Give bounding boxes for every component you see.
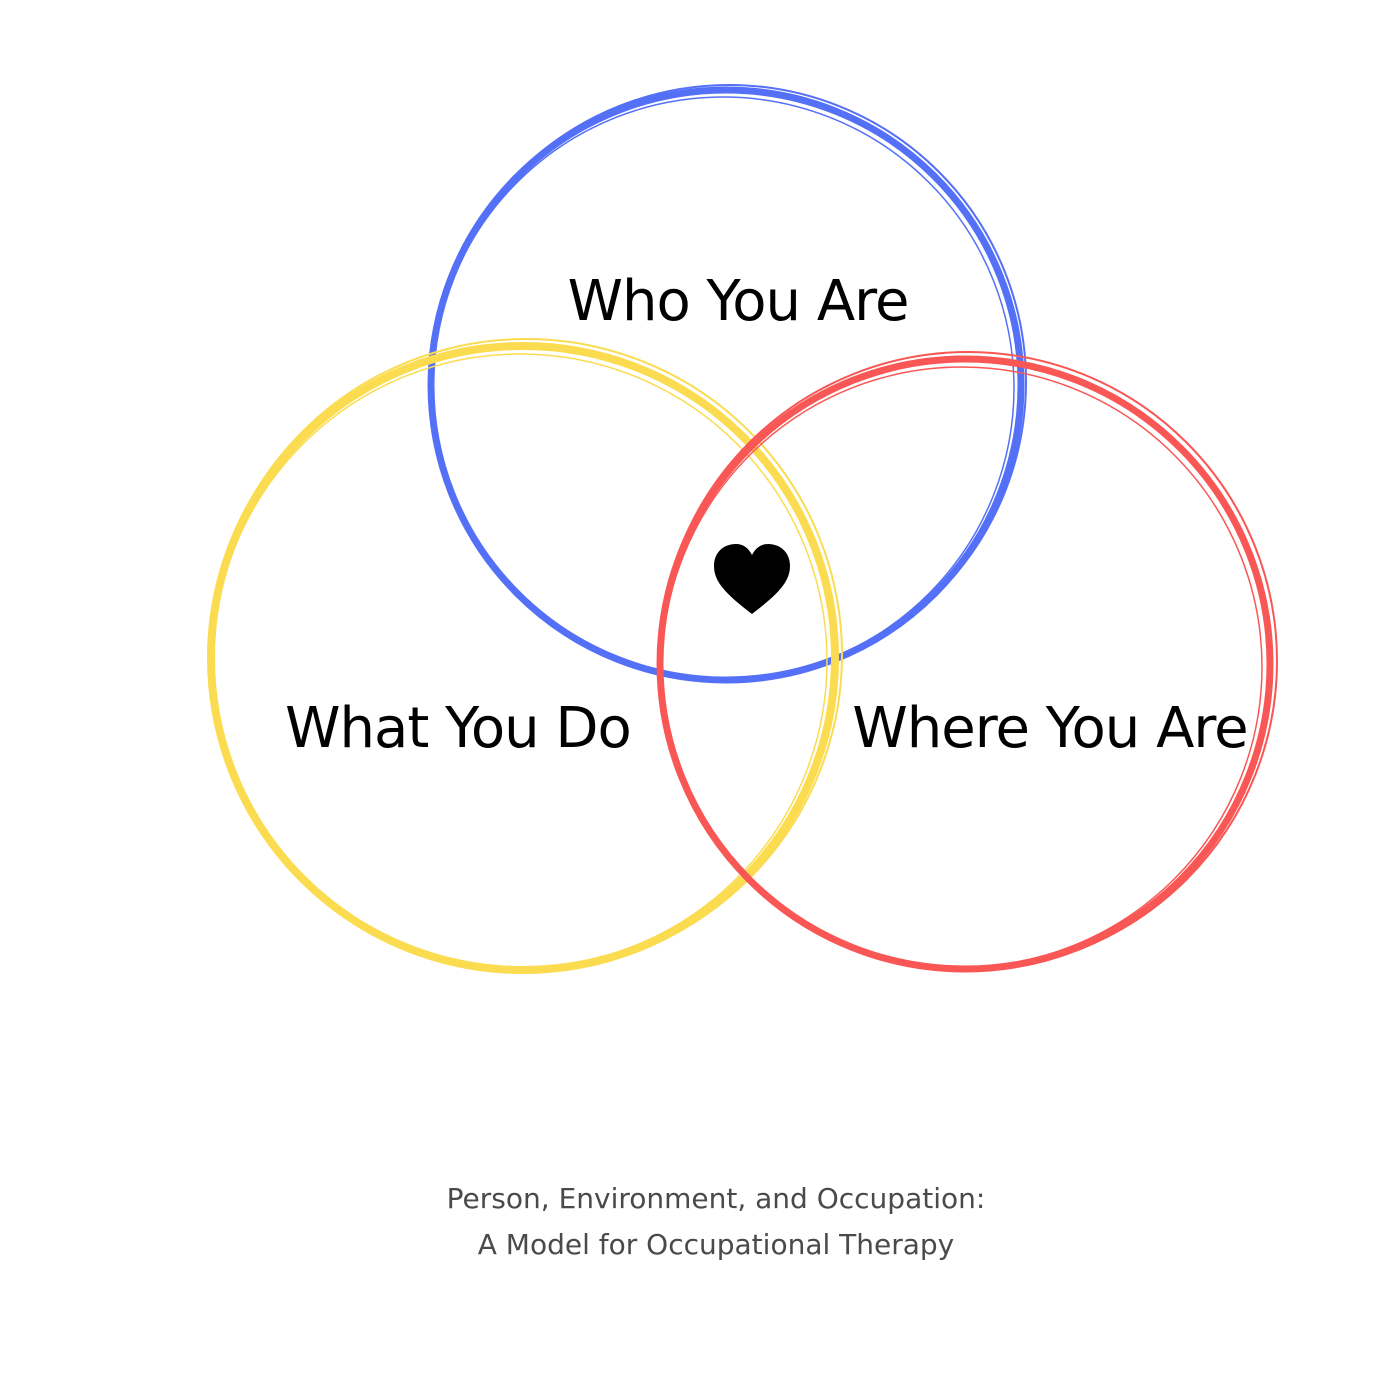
what-you-do-circle: [207, 338, 843, 974]
what-you-do-label: What You Do: [285, 696, 631, 761]
who-you-are-label: Who You Are: [568, 269, 909, 334]
who-you-are-circle: [427, 84, 1027, 684]
caption: Person, Environment, and Occupation: A M…: [0, 1176, 1400, 1268]
caption-line-2: A Model for Occupational Therapy: [477, 1228, 955, 1261]
where-you-are-circle: [656, 351, 1278, 973]
heart-icon: [714, 544, 790, 614]
where-you-are-label: Where You Are: [852, 696, 1247, 761]
caption-line-1: Person, Environment, and Occupation:: [446, 1182, 986, 1215]
